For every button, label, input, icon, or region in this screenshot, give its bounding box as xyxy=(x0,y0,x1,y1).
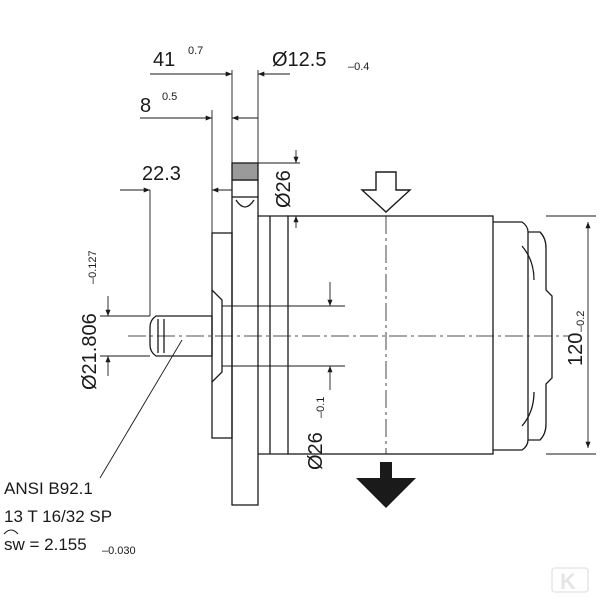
spline-note: ANSI B92.1 13 T 16/32 SP sw = 2.155 –0.0… xyxy=(3,479,136,557)
brand-logo: K xyxy=(551,567,589,594)
spline-sw: sw = 2.155 xyxy=(4,535,87,554)
pump-outline xyxy=(149,162,553,506)
outlet-arrow-icon xyxy=(356,462,416,508)
logo-glyph: K xyxy=(560,569,576,594)
spline-standard: ANSI B92.1 xyxy=(4,479,93,498)
dim-12-value: Ø12.5 xyxy=(272,49,326,71)
dim-21-tolerance: –0.127 xyxy=(87,250,99,284)
dim-26-top-value: Ø26 xyxy=(273,170,295,208)
dim-120-tolerance: –0.2 xyxy=(575,311,587,332)
dim-8-tolerance: 0.5 xyxy=(162,91,177,103)
dim-41-tolerance: 0.7 xyxy=(188,45,203,57)
dim-41-value: 41 xyxy=(153,49,175,71)
dim-12-tolerance: –0.4 xyxy=(348,61,369,73)
dim-26-bottom-tolerance: –0.1 xyxy=(315,397,327,418)
dim-26-bottom-value: Ø26 xyxy=(305,432,327,470)
flange-top-lug xyxy=(231,162,259,181)
spline-sw-tolerance: –0.030 xyxy=(102,545,136,557)
dim-120-value: 120 xyxy=(565,333,587,366)
drive-shaft xyxy=(149,315,213,357)
dim-22-value: 22.3 xyxy=(142,163,181,185)
centre-lines xyxy=(128,216,570,454)
rear-boss xyxy=(528,231,553,441)
dim-8-value: 8 xyxy=(140,95,151,117)
body-step xyxy=(258,215,288,455)
dimension-labels: 41 0.7 8 0.5 22.3 Ø12.5 –0.4 Ø26 Ø21.806… xyxy=(79,45,587,470)
dimension-lines xyxy=(99,70,596,479)
inlet-arrow-icon xyxy=(360,171,412,213)
mounting-flange xyxy=(231,196,259,506)
spline-teeth: 13 T 16/32 SP xyxy=(4,507,112,526)
pump-body xyxy=(287,215,494,455)
arc-over-s-icon xyxy=(3,529,19,535)
dim-21-value: Ø21.806 xyxy=(79,313,101,390)
